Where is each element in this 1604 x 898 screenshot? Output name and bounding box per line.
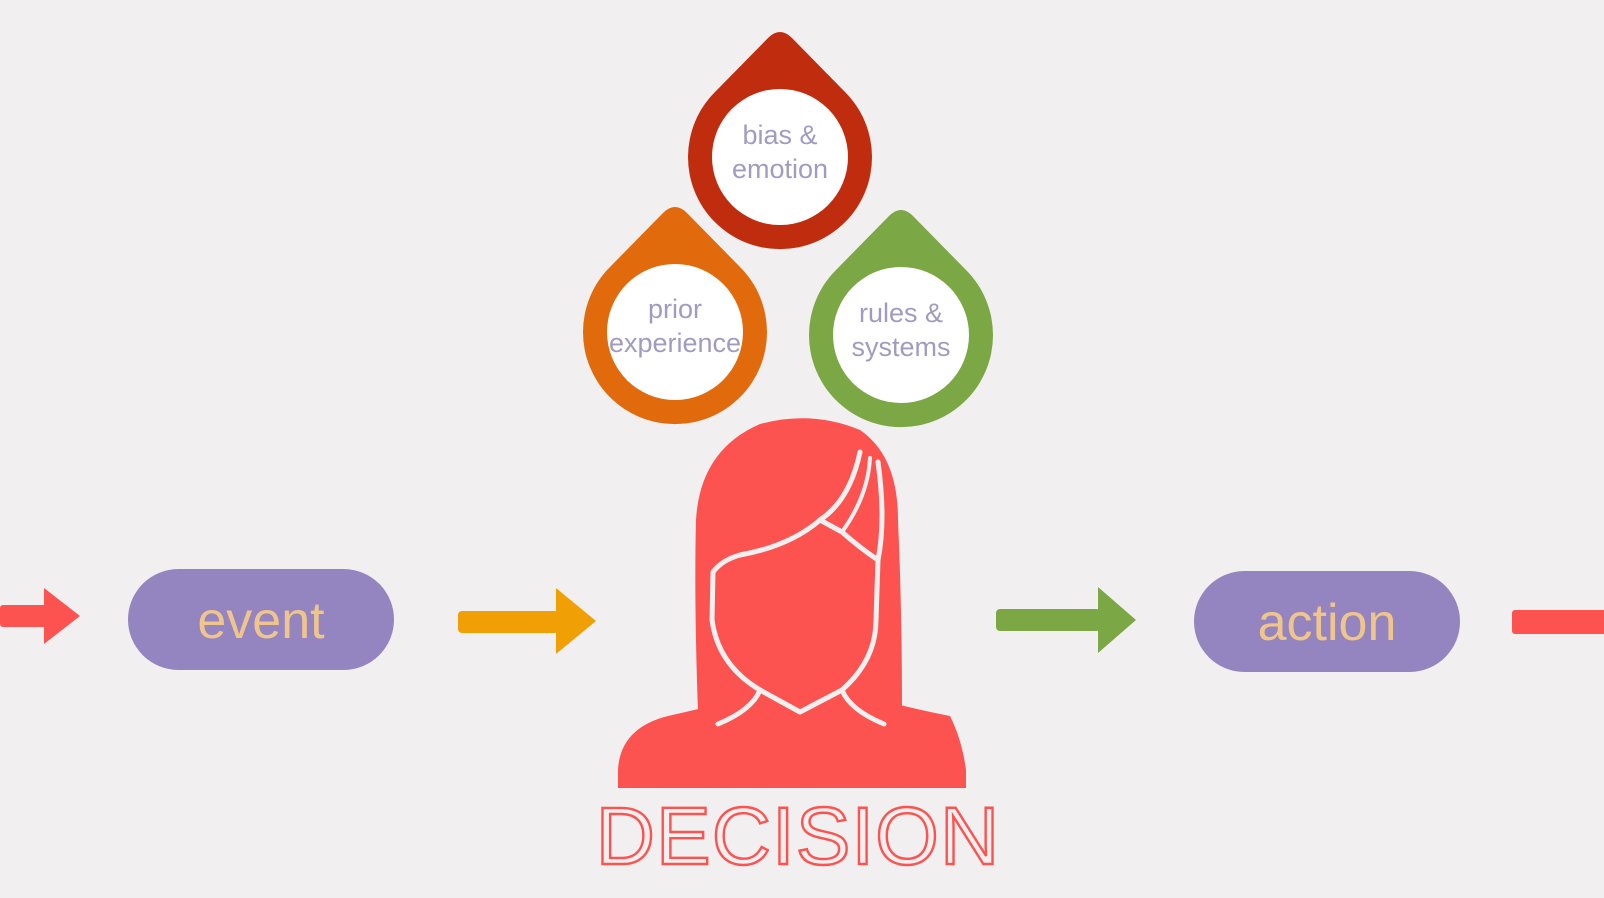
prior-experience-line2: experience: [609, 328, 741, 358]
influence-drop-prior-experience: prior experience: [583, 207, 768, 425]
arrow-right-icon: [996, 587, 1136, 653]
influence-drop-bias-emotion: bias & emotion: [688, 32, 872, 250]
event-node: event: [128, 569, 394, 670]
bias-emotion-line2: emotion: [732, 154, 828, 184]
rules-systems-line1: rules &: [859, 298, 943, 328]
arrow-right-icon: [1512, 610, 1604, 634]
arrow-right-icon: [0, 588, 80, 644]
bias-emotion-line1: bias &: [742, 120, 817, 150]
rules-systems-line2: systems: [851, 332, 950, 362]
arrow-right-icon: [458, 588, 596, 654]
action-label: action: [1258, 594, 1397, 652]
prior-experience-line1: prior: [648, 294, 702, 324]
event-label: event: [197, 592, 325, 650]
woman-silhouette-icon: [618, 418, 966, 788]
action-node: action: [1194, 571, 1460, 672]
influence-drop-rules-systems: rules & systems: [809, 210, 993, 428]
decision-label: DECISION: [596, 791, 1000, 882]
